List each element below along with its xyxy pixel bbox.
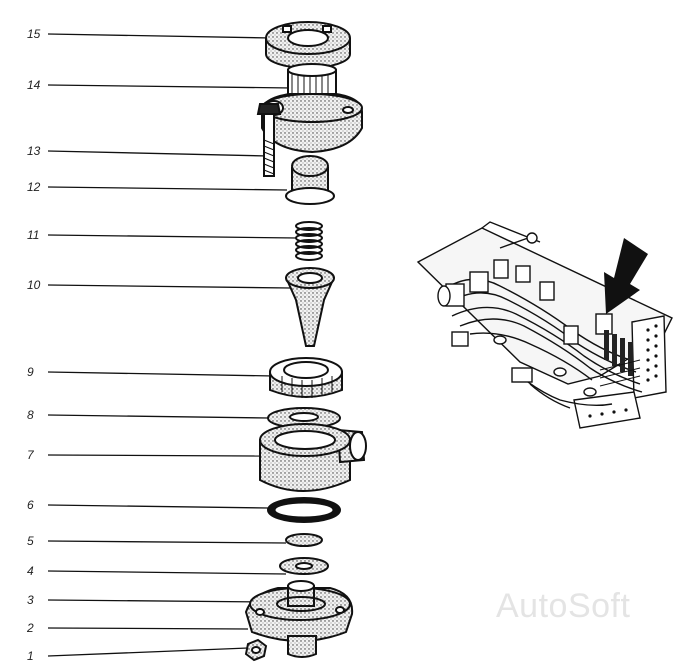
callout-4: 4 [27, 564, 34, 578]
callout-15: 15 [27, 27, 41, 41]
part-8-washer [267, 407, 341, 429]
part-14-flanged-housing [261, 63, 363, 154]
callout-3: 3 [27, 593, 34, 607]
part-7-valve-body [259, 423, 367, 492]
part-6-gasket [267, 497, 341, 523]
callout-9: 9 [27, 365, 34, 379]
part-4-washer [279, 557, 329, 575]
part-5-disc [285, 533, 323, 547]
callout-13: 13 [27, 144, 41, 158]
part-9-threaded-ring [269, 357, 343, 398]
part-3-valve-seat [276, 580, 326, 612]
callout-6: 6 [27, 498, 34, 512]
part-1-nut [244, 638, 268, 662]
arrow-down-left-icon [604, 238, 648, 314]
callout-5: 5 [27, 534, 34, 548]
callout-12: 12 [27, 180, 41, 194]
part-10-cone-valve [285, 267, 335, 347]
callout-2: 2 [27, 621, 34, 635]
part-11-spring [295, 221, 323, 261]
part-15-slotted-nut [265, 21, 351, 69]
callout-8: 8 [27, 408, 34, 422]
callout-11: 11 [27, 228, 40, 242]
engine-fuel-system-sketch [416, 221, 673, 429]
callout-14: 14 [27, 78, 41, 92]
leader-lines [47, 33, 298, 657]
callout-1: 1 [27, 649, 34, 663]
callout-10: 10 [27, 278, 41, 292]
part-13-bolt [256, 103, 282, 177]
callout-7: 7 [27, 448, 34, 462]
watermark: AutoSoft [496, 587, 631, 625]
part-12-cup [285, 155, 335, 205]
